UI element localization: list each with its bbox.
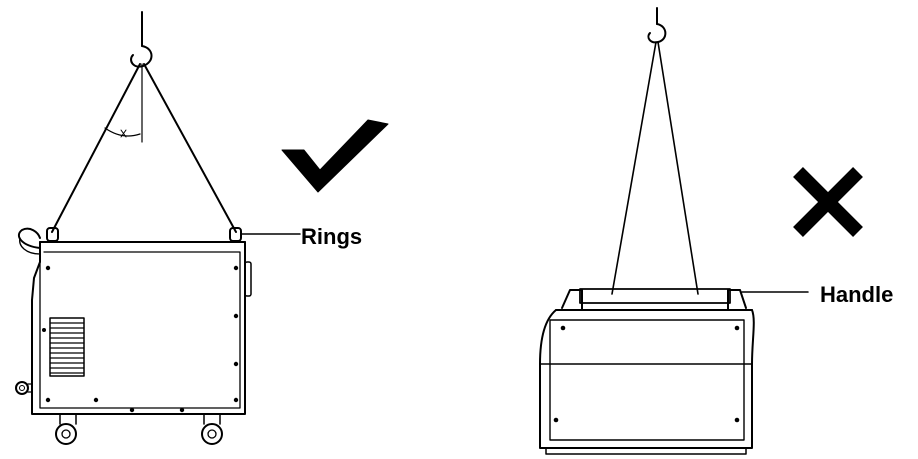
carry-handle — [579, 288, 731, 304]
crane-hook-left — [130, 11, 153, 68]
check-mark-icon — [281, 119, 389, 193]
welder-machine-front-view — [539, 288, 755, 455]
caster-wheels-left — [55, 413, 223, 445]
lifting-slings-left — [51, 63, 237, 233]
correct-lifting-illustration — [15, 11, 301, 445]
lifting-rings — [46, 227, 242, 242]
incorrect-lifting-illustration — [539, 7, 809, 455]
lifting-slings-right — [611, 41, 699, 295]
handle-label: Handle — [820, 282, 894, 307]
crane-hook-right — [647, 7, 667, 44]
cross-mark-icon — [793, 167, 863, 237]
welder-machine-side-view — [15, 227, 252, 415]
rings-label: Rings — [301, 224, 363, 249]
